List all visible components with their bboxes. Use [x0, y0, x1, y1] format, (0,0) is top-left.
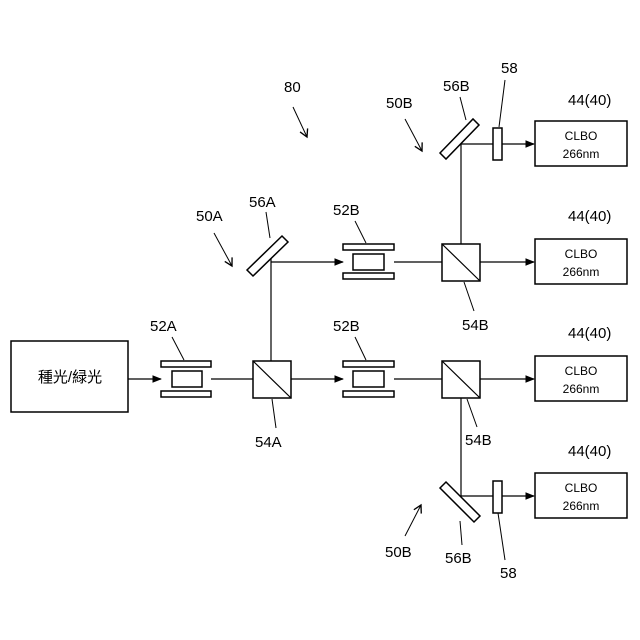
crystal-4-ref: 44(40) [568, 443, 611, 460]
label-54a: 54A [255, 434, 282, 451]
plate-58-upper [493, 128, 502, 160]
label-50b-upper: 50B [386, 95, 413, 112]
source-label: 種光/緑光 [38, 369, 102, 386]
source-box: 種光/緑光 [11, 341, 128, 412]
label-58-lower: 58 [500, 565, 517, 582]
crystal-1-ref: 44(40) [568, 92, 611, 109]
plate-58-lower [493, 481, 502, 513]
crystal-1-name: CLBO [565, 129, 598, 143]
mirror-56b-lower [440, 482, 480, 522]
label-50a: 50A [196, 208, 223, 225]
crystal-box-1: CLBO 266nm [535, 121, 627, 166]
crystal-2-ref: 44(40) [568, 208, 611, 225]
pointer-50b-lower [405, 505, 421, 536]
crystal-4-wavelength: 266nm [563, 499, 600, 513]
crystal-3-name: CLBO [565, 364, 598, 378]
modulator-52a [161, 361, 211, 397]
crystal-1-wavelength: 266nm [563, 147, 600, 161]
leader-52b-upper [355, 221, 366, 243]
modulator-52b-upper [343, 244, 394, 279]
crystal-2-name: CLBO [565, 247, 598, 261]
leader-52a [172, 337, 184, 360]
mirror-56b-upper [440, 119, 479, 159]
leader-52b-lower [355, 337, 366, 360]
label-50b-lower: 50B [385, 544, 412, 561]
leader-56b-upper [460, 97, 466, 120]
crystal-3-ref: 44(40) [568, 325, 611, 342]
label-52b-upper: 52B [333, 202, 360, 219]
leader-54b-upper [464, 282, 474, 311]
label-52b-lower: 52B [333, 318, 360, 335]
label-56a: 56A [249, 194, 276, 211]
label-56b-lower: 56B [445, 550, 472, 567]
label-58-upper: 58 [501, 60, 518, 77]
crystal-box-4: CLBO 266nm [535, 473, 627, 518]
crystal-3-wavelength: 266nm [563, 382, 600, 396]
label-54b-lower: 54B [465, 432, 492, 449]
crystal-box-2: CLBO 266nm [535, 239, 627, 284]
modulator-52b-lower [343, 361, 394, 397]
leader-54b-lower [467, 399, 477, 427]
label-52a: 52A [150, 318, 177, 335]
figure-label: 80 [284, 79, 301, 96]
leader-58-upper [499, 80, 505, 127]
figure-label-pointer [293, 107, 307, 137]
leader-56b-lower [460, 521, 462, 545]
leader-56a [266, 212, 270, 238]
pointer-50a [214, 233, 232, 266]
crystal-box-3: CLBO 266nm [535, 356, 627, 401]
label-56b-upper: 56B [443, 78, 470, 95]
label-54b-upper: 54B [462, 317, 489, 334]
mirror-56a [247, 236, 288, 276]
crystal-4-name: CLBO [565, 481, 598, 495]
crystal-2-wavelength: 266nm [563, 265, 600, 279]
leader-58-lower [498, 513, 505, 560]
leader-54a [272, 399, 276, 428]
pointer-50b-upper [405, 119, 422, 151]
